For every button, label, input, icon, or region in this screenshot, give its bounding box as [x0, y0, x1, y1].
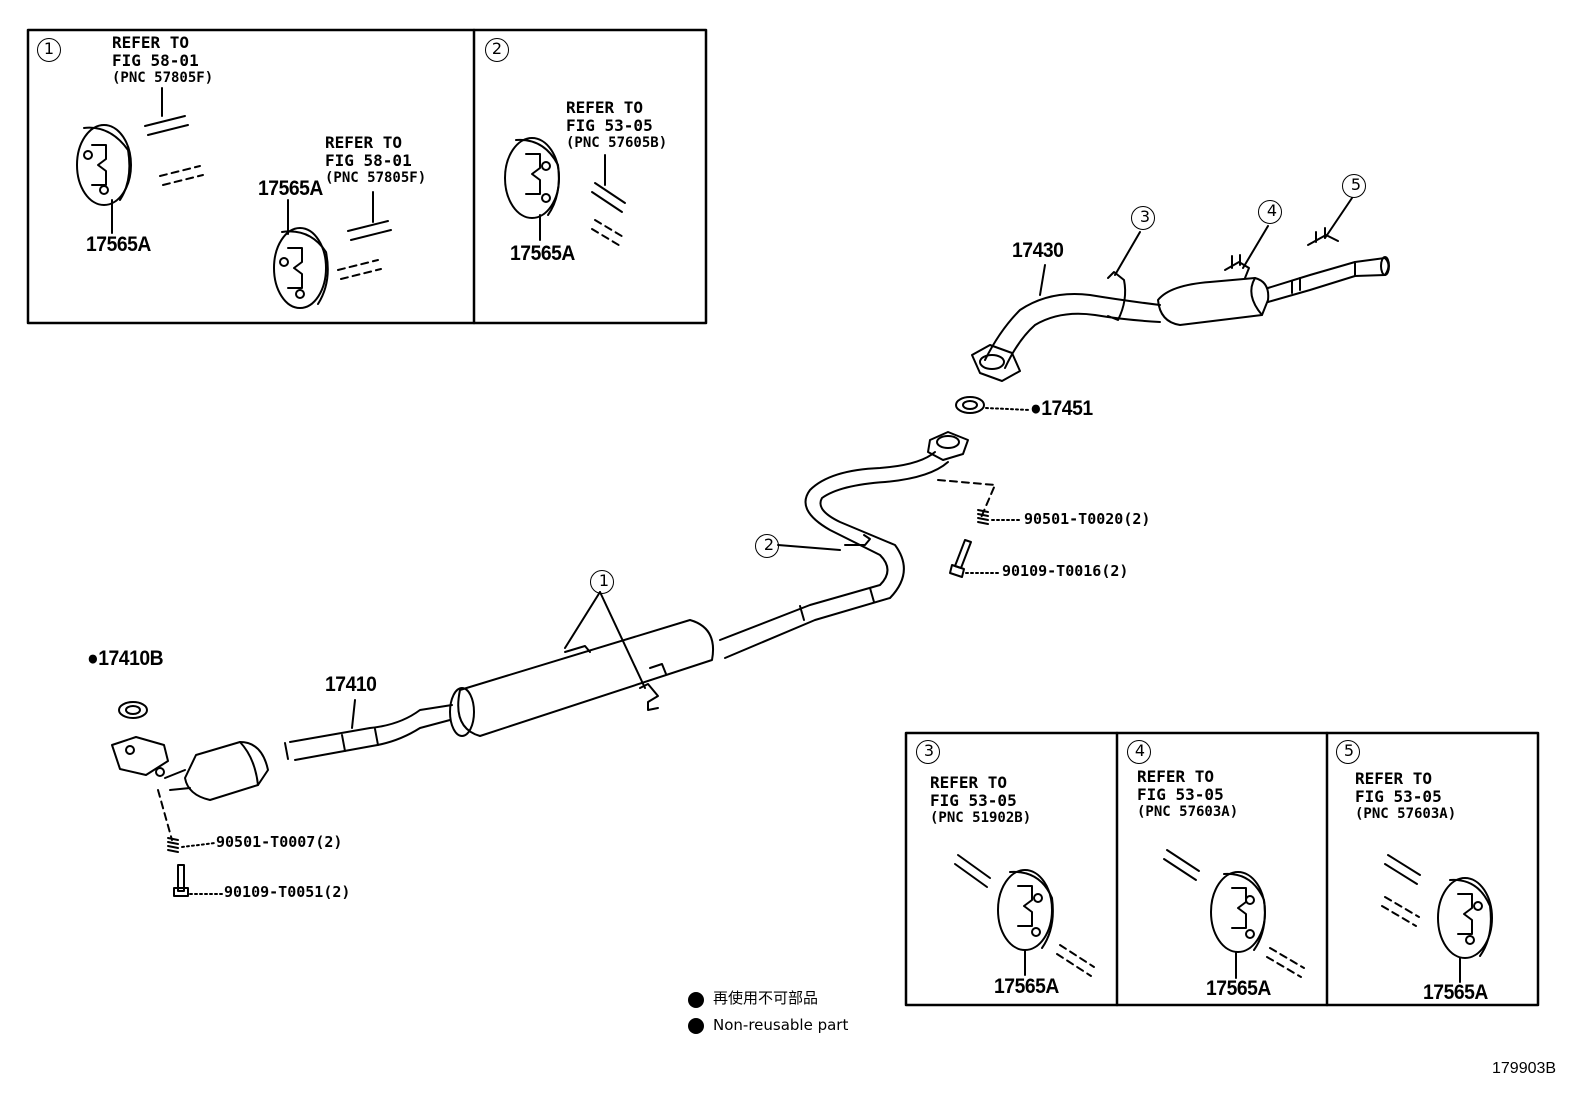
part-number-label: ●17410B	[87, 647, 164, 670]
spring-icon	[977, 509, 989, 525]
bolt-icon	[949, 539, 972, 578]
leader-line	[181, 842, 216, 848]
hanger-bracket-icon	[844, 534, 871, 546]
part-number-label: 17565A	[258, 177, 323, 200]
gasket-icon	[118, 701, 148, 719]
center-pipe-assembly	[719, 431, 969, 659]
dashed-guide-line	[157, 789, 173, 841]
bolt-icon	[173, 864, 189, 897]
hanger-icon	[1210, 871, 1266, 953]
leader-line	[1114, 231, 1141, 276]
part-number-label: 17430	[1012, 239, 1064, 262]
leader-line	[1039, 264, 1046, 296]
gasket-icon	[955, 396, 985, 414]
callout-ring	[1342, 174, 1366, 198]
part-number-label: 90501-T0007(2)	[216, 833, 343, 851]
part-number-label: 90109-T0051(2)	[224, 883, 351, 901]
stub-pin-icon	[591, 182, 626, 248]
inset-frame-bottom	[904, 731, 1540, 1007]
stub-pin-icon	[954, 854, 1095, 977]
hanger-icon	[76, 124, 132, 206]
callout-ring	[1127, 740, 1151, 764]
part-number-label: 90501-T0020(2)	[1024, 510, 1151, 528]
part-number-label: 17565A	[510, 242, 575, 265]
callout-ring	[1336, 740, 1360, 764]
legend-text-jp: 再使用不可部品	[713, 989, 819, 1007]
callout-ring	[755, 534, 779, 558]
legend-bullet-icon	[688, 1018, 704, 1034]
part-number-label: ●17451	[1030, 397, 1093, 420]
callout-ring	[37, 38, 61, 62]
hanger-icon	[997, 869, 1054, 951]
inset-frame-top	[26, 28, 708, 325]
hanger-icon	[1437, 877, 1493, 959]
legend-text-en: Non-reusable part	[713, 1016, 849, 1034]
figure-number: 179903B	[1492, 1060, 1557, 1077]
stub-pin-icon	[1163, 849, 1305, 978]
callout-ring	[1131, 206, 1155, 230]
front-pipe-assembly	[111, 704, 453, 801]
callout-ring	[590, 570, 614, 594]
hanger-bracket-icon	[639, 663, 667, 711]
callout-ring	[1258, 200, 1282, 224]
leader-line	[599, 591, 646, 689]
leader-line	[351, 699, 356, 729]
stub-pin-icon	[1381, 854, 1421, 927]
hanger-icon	[504, 137, 560, 219]
callout-ring	[485, 38, 509, 62]
dashed-guide-line	[937, 479, 996, 521]
callout-ring	[916, 740, 940, 764]
part-number-label: 17565A	[994, 975, 1059, 998]
part-number-label: 90109-T0016(2)	[1002, 562, 1129, 580]
part-number-label: 17410	[325, 673, 377, 696]
part-number-label: 17565A	[1206, 977, 1271, 1000]
main-muffler	[449, 619, 714, 737]
leader-line	[985, 407, 1031, 411]
part-number-label: 17565A	[1423, 981, 1488, 1004]
leader-line	[777, 544, 841, 551]
leader-line	[564, 591, 601, 649]
hanger-icon	[273, 227, 329, 309]
spring-icon	[167, 837, 179, 853]
legend-bullet-icon	[688, 992, 704, 1008]
tail-pipe-assembly	[971, 256, 1390, 382]
leader-line	[1324, 197, 1353, 239]
stub-pin-icon	[144, 115, 204, 186]
hanger-bracket-icon	[1107, 227, 1339, 321]
leader-line	[1242, 225, 1269, 269]
part-number-label: 17565A	[86, 233, 151, 256]
stub-pin-icon	[337, 220, 392, 280]
